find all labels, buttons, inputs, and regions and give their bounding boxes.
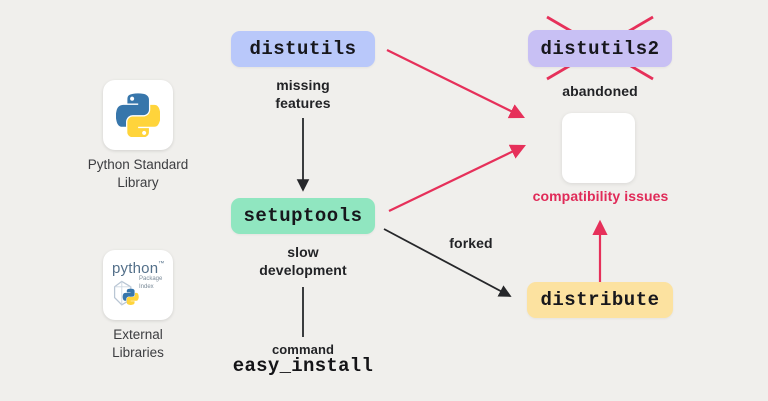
node-distutils: distutils bbox=[231, 31, 375, 67]
pypi-package-index-text: Package Index bbox=[139, 276, 163, 290]
compatibility-issues-label: compatibility issues bbox=[532, 188, 669, 204]
node-easy-install: easy_install bbox=[232, 355, 374, 377]
node-distutils2: distutils2 bbox=[528, 30, 672, 67]
python-logo-icon bbox=[116, 93, 160, 137]
pypi-card: python™ Package Index bbox=[103, 250, 173, 320]
command-label: command bbox=[271, 342, 335, 357]
node-distribute: distribute bbox=[527, 282, 673, 318]
external-libraries-label: External Libraries bbox=[112, 327, 164, 361]
node-setuptools: setuptools bbox=[231, 198, 375, 234]
pypi-crystal-icon bbox=[113, 280, 139, 306]
missing-features-label: missing features bbox=[275, 77, 331, 111]
arrow-distutils-to-compatibility bbox=[386, 49, 525, 119]
slow-development-label: slow development bbox=[259, 244, 347, 278]
python-standard-library-card bbox=[103, 80, 173, 150]
pypi-logo-icon: python™ Package Index bbox=[109, 257, 167, 313]
python-standard-library-label: Python Standard Library bbox=[87, 157, 189, 191]
arrow-setuptools-to-compatibility bbox=[388, 144, 526, 212]
forked-label: forked bbox=[449, 235, 493, 251]
abandoned-label: abandoned bbox=[562, 83, 638, 99]
pypi-wordmark: python™ bbox=[112, 260, 165, 277]
compatibility-issues-box bbox=[562, 113, 635, 183]
